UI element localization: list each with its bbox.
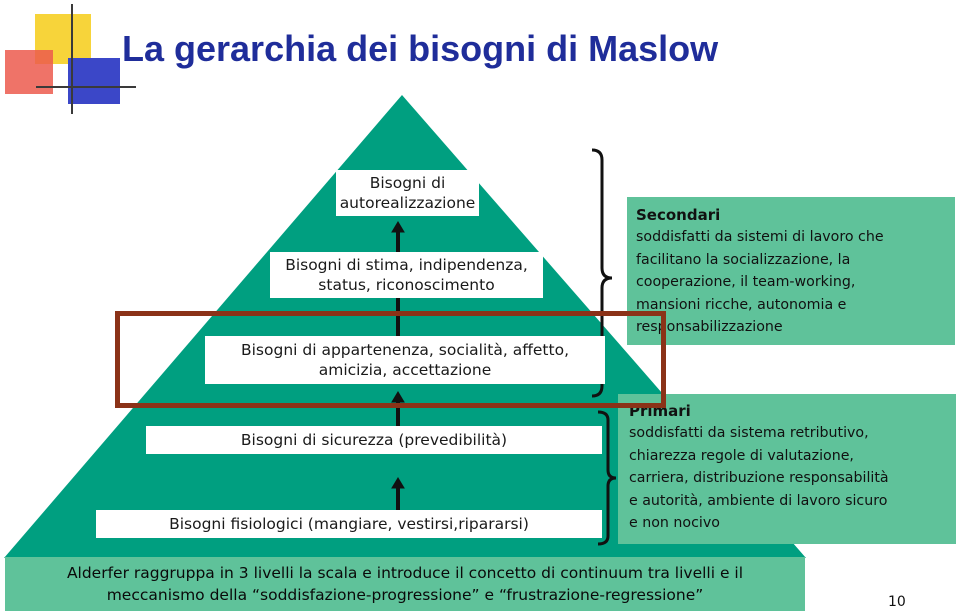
primari-line: e autorità, ambiente di lavoro sicuro [629,492,888,509]
arrow-3-head [391,391,405,403]
primari-text: soddisfatti da sistema retributivo, chia… [629,422,956,535]
secondari-panel: Secondari soddisfatti da sistemi di lavo… [627,197,955,345]
secondari-line: mansioni ricche, autonomia e [636,296,847,313]
arrow-1-head [391,221,405,233]
level-self-actualization: Bisogni di autorealizzazione [336,170,479,216]
footer-note: Alderfer raggruppa in 3 livelli la scala… [5,557,805,611]
primari-heading: Primari [629,402,691,420]
primari-line: carriera, distribuzione responsabilità [629,470,889,486]
brace-primari [597,410,617,546]
secondari-line: cooperazione, il team-working, [636,274,856,290]
secondari-line: facilitano la socializzazione, la [636,251,851,268]
level-2-line-1: Bisogni di stima, indipendenza, [285,256,528,274]
level-1-line-1: Bisogni di [369,174,446,192]
footer-line-2: meccanismo della “soddisfazione-progress… [106,586,704,604]
page-title: La gerarchia dei bisogni di Maslow [122,28,719,69]
primari-line: e non nocivo [629,515,720,531]
level-physiological: Bisogni fisiologici (mangiare, vestirsi,… [96,510,602,538]
level-2-line-2: status, riconoscimento [318,276,495,294]
primari-line: chiarezza regole di valutazione, [629,447,854,464]
page-number: 10 [888,594,906,610]
arrow-4-head [391,477,405,489]
footer-line-1: Alderfer raggruppa in 3 livelli la scala… [66,564,744,582]
level-esteem: Bisogni di stima, indipendenza, status, … [270,252,543,298]
highlight-frame [115,311,666,408]
level-safety: Bisogni di sicurezza (prevedibilità) [146,426,602,454]
level-belonging: Bisogni di appartenenza, socialità, affe… [205,336,605,384]
secondari-heading: Secondari [636,206,721,224]
primari-line: soddisfatti da sistema retributivo, [629,425,869,441]
level-5-line-1: Bisogni fisiologici (mangiare, vestirsi,… [169,515,529,533]
secondari-line: responsabilizzazione [636,319,783,335]
decor-blue-square [68,58,120,104]
level-4-line-1: Bisogni di sicurezza (prevedibilità) [240,431,508,449]
secondari-line: soddisfatti da sistemi di lavoro che [636,229,884,245]
level-1-line-2: autorealizzazione [339,194,476,212]
decor-horizontal-line [36,86,136,88]
brace-secondari [591,148,613,398]
secondari-text: soddisfatti da sistemi di lavoro che fac… [636,226,955,339]
level-3-line-1: Bisogni di appartenenza, socialità, affe… [240,341,569,359]
primari-panel: Primari soddisfatti da sistema retributi… [618,394,956,544]
decor-vertical-line [71,4,73,114]
level-3-line-2: amicizia, accettazione [318,361,492,379]
